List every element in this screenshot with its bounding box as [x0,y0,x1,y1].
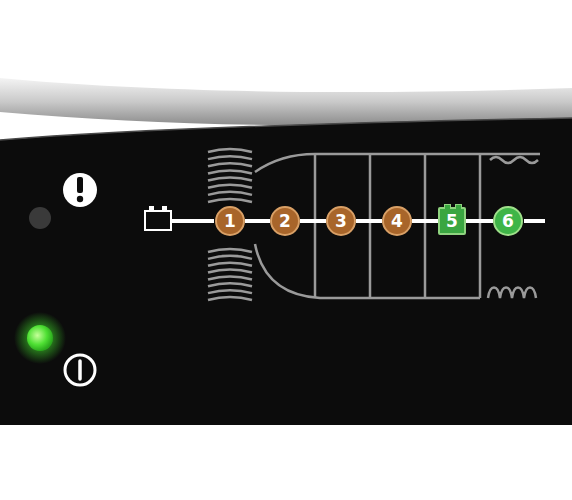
stage-number: 2 [279,213,291,230]
stage-number: 5 [446,213,458,230]
track-connector [245,221,270,222]
stage-circle: 3 [326,206,356,236]
battery-icon [145,206,171,230]
stage-square: 5 [438,207,466,235]
stage-circle: 4 [382,206,412,236]
track-connector [300,221,326,222]
stage-circle: 6 [493,206,523,236]
housing-edge [0,78,572,126]
track-line [172,219,214,223]
battery-terminal [444,204,451,209]
track-connector [412,221,438,222]
battery-terminal [455,204,462,209]
stage-circle: 1 [215,206,245,236]
track-line [524,219,545,223]
stage-number: 3 [335,213,347,230]
pulse-springs [208,149,538,300]
stage-number: 4 [391,213,403,230]
warning-icon [63,173,97,207]
charge-curve [255,154,540,298]
power-led-glow [14,312,66,364]
track-connector [466,221,493,222]
stage-number: 6 [502,213,514,230]
stage-number: 1 [224,213,236,230]
track-connector [356,221,382,222]
warning-led [29,207,51,229]
stage-circle: 2 [270,206,300,236]
power-led [27,325,53,351]
power-icon [65,355,95,385]
black-panel [0,118,572,425]
